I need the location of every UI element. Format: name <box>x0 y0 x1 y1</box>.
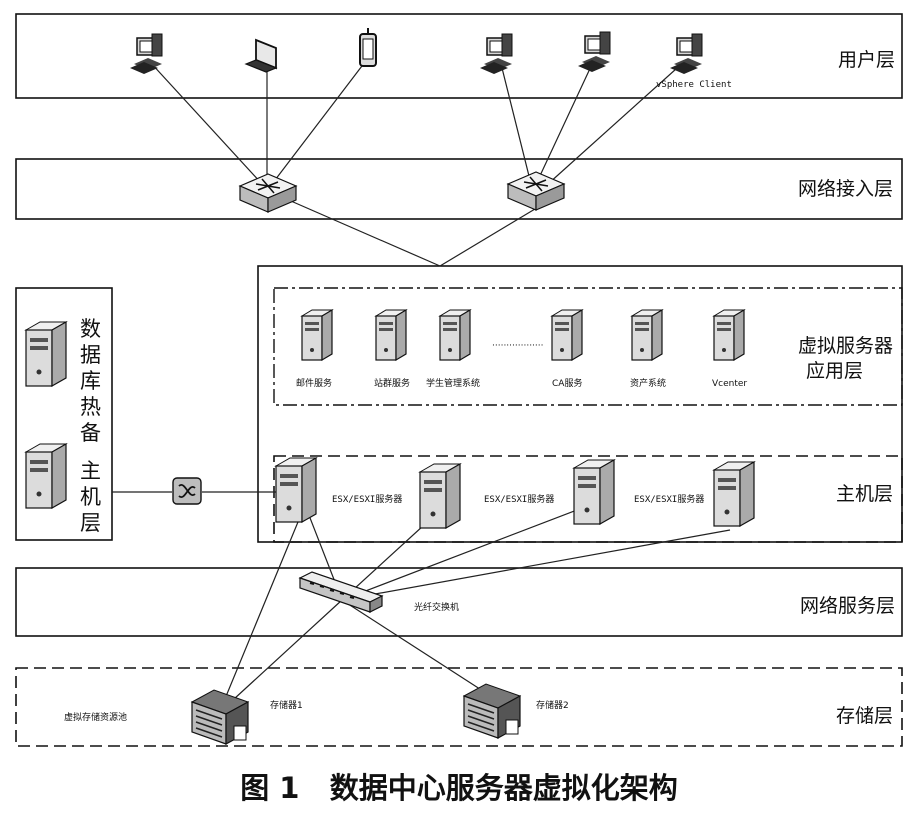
server-icon <box>275 457 317 523</box>
server-icon <box>375 309 407 361</box>
hot-standby-char: 机 <box>80 485 101 509</box>
virtual-app-layer-label-line1: 虚拟服务器 <box>798 335 893 357</box>
virtual-app-layer-frame <box>273 287 903 406</box>
fiber-switch-icon <box>299 571 383 613</box>
user-to-router-links <box>149 59 687 185</box>
hot-standby-char: 热 <box>80 395 101 419</box>
hot-standby-char: 库 <box>80 369 101 393</box>
hot-standby-char: 据 <box>80 343 101 367</box>
server-icon <box>439 309 471 361</box>
desktop-computer-icon <box>577 31 611 73</box>
server-icon <box>419 463 461 529</box>
storage2-label: 存储器2 <box>536 699 569 711</box>
user-layer-label: 用户层 <box>838 49 895 71</box>
esx-server-label: ESX/ESXI服务器 <box>634 493 704 505</box>
hot-standby-char: 层 <box>80 511 101 535</box>
ellipsis-label: ·················· <box>492 341 544 351</box>
vsphere-client-label: vSphere Client <box>656 80 732 90</box>
storage1-label: 存储器1 <box>270 699 303 711</box>
desktop-computer-icon <box>479 33 513 75</box>
laptop-icon <box>245 39 277 73</box>
mail-service-label: 邮件服务 <box>296 377 332 389</box>
server-icon <box>573 459 615 525</box>
server-icon <box>25 443 67 509</box>
asset-system-label: 资产系统 <box>630 377 666 389</box>
storage-array-icon <box>191 689 249 745</box>
vcenter-label: Vcenter <box>712 379 747 389</box>
network-access-layer-frame <box>15 158 903 220</box>
virtual-app-layer-label-line2: 应用层 <box>806 360 863 382</box>
storage-links <box>221 504 501 711</box>
site-group-service-label: 站群服务 <box>374 377 410 389</box>
hot-standby-vertical-label: 数 据 库 热 备 主 机 层 <box>80 317 101 535</box>
hot-standby-char: 主 <box>80 459 101 483</box>
esx-server-label: ESX/ESXI服务器 <box>484 493 554 505</box>
router-to-core-links <box>283 193 561 267</box>
hot-standby-char: 备 <box>80 421 101 445</box>
esx-server-label: ESX/ESXI服务器 <box>332 493 402 505</box>
server-icon <box>713 309 745 361</box>
mobile-device-icon <box>359 27 377 67</box>
server-icon <box>551 309 583 361</box>
desktop-computer-icon <box>129 33 163 75</box>
network-service-layer-label: 网络服务层 <box>800 595 895 617</box>
hot-standby-frame <box>15 287 113 541</box>
desktop-computer-icon <box>669 33 703 75</box>
storage-layer-frame <box>15 667 903 747</box>
host-layer-frame <box>273 455 903 543</box>
storage-layer-label: 存储层 <box>836 705 893 727</box>
ca-service-label: CA服务 <box>552 377 582 389</box>
fiber-switch-label: 光纤交换机 <box>414 601 459 613</box>
router-icon <box>239 173 297 213</box>
network-service-layer-frame <box>15 567 903 637</box>
hot-standby-char: 数 <box>80 317 101 341</box>
user-layer-frame <box>15 13 903 99</box>
server-icon <box>713 461 755 527</box>
storage-array-icon <box>463 683 521 739</box>
host-layer-label: 主机层 <box>836 483 893 505</box>
server-icon <box>301 309 333 361</box>
figure-caption: 图 1 数据中心服务器虚拟化架构 <box>240 771 678 805</box>
network-access-layer-label: 网络接入层 <box>798 178 893 200</box>
student-mgmt-label: 学生管理系统 <box>426 377 480 389</box>
virtual-storage-pool-label: 虚拟存储资源池 <box>64 711 127 723</box>
server-icon <box>25 321 67 387</box>
server-icon <box>631 309 663 361</box>
fiber-module-icon <box>172 477 202 505</box>
